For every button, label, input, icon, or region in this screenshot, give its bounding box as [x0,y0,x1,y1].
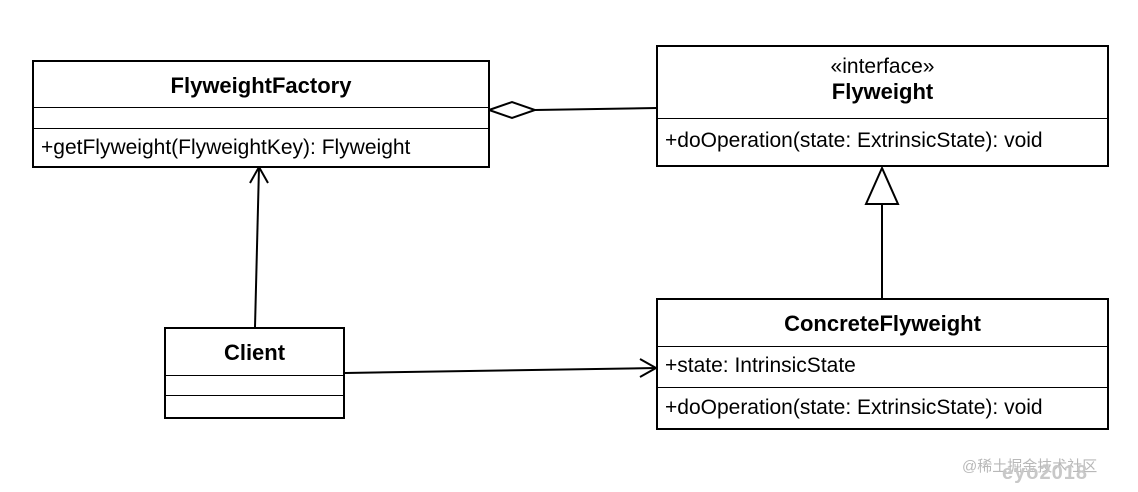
flyweight-factory-operations: +getFlyweight(FlyweightKey): Flyweight [34,129,488,166]
concrete-flyweight-attributes: +state: IntrinsicState [658,347,1107,388]
flyweight-operation: +doOperation(state: ExtrinsicState): voi… [665,129,1043,152]
concrete-flyweight-attribute: +state: IntrinsicState [665,354,856,377]
watermark-mark: eyo2018 [1002,462,1088,484]
concrete-flyweight-name: ConcreteFlyweight [784,311,981,336]
client-operations [166,396,343,417]
client-to-factory-line [254,166,260,328]
flyweight-factory-operation: +getFlyweight(FlyweightKey): Flyweight [41,136,411,159]
concrete-flyweight-operations: +doOperation(state: ExtrinsicState): voi… [658,388,1107,428]
client-name: Client [223,340,286,365]
client-name-section: Client [166,329,343,376]
flyweight-operations: +doOperation(state: ExtrinsicState): voi… [658,119,1107,165]
flyweight-interface-class[interactable]: «interface» Flyweight +doOperation(state… [656,45,1109,167]
flyweight-factory-name: FlyweightFactory [170,73,352,98]
flyweight-factory-name-section: FlyweightFactory [34,62,488,108]
flyweight-name: Flyweight [831,79,934,104]
client-to-concrete-line [344,367,657,374]
client-attributes [166,376,343,396]
watermark-text: @稀土掘金技术社区 [962,458,1098,475]
flyweight-stereotype: «interface» [830,55,935,78]
flyweight-name-section: «interface» Flyweight [658,47,1107,119]
flyweight-factory-class[interactable]: FlyweightFactory +getFlyweight(Flyweight… [32,60,490,168]
aggregation-line [534,107,658,111]
realization-triangle [864,165,900,205]
concrete-flyweight-class[interactable]: ConcreteFlyweight +state: IntrinsicState… [656,298,1109,430]
flyweight-factory-attributes [34,108,488,129]
concrete-flyweight-name-section: ConcreteFlyweight [658,300,1107,347]
concrete-flyweight-operation: +doOperation(state: ExtrinsicState): voi… [665,396,1043,419]
aggregation-diamond [485,100,539,120]
client-class[interactable]: Client [164,327,345,419]
